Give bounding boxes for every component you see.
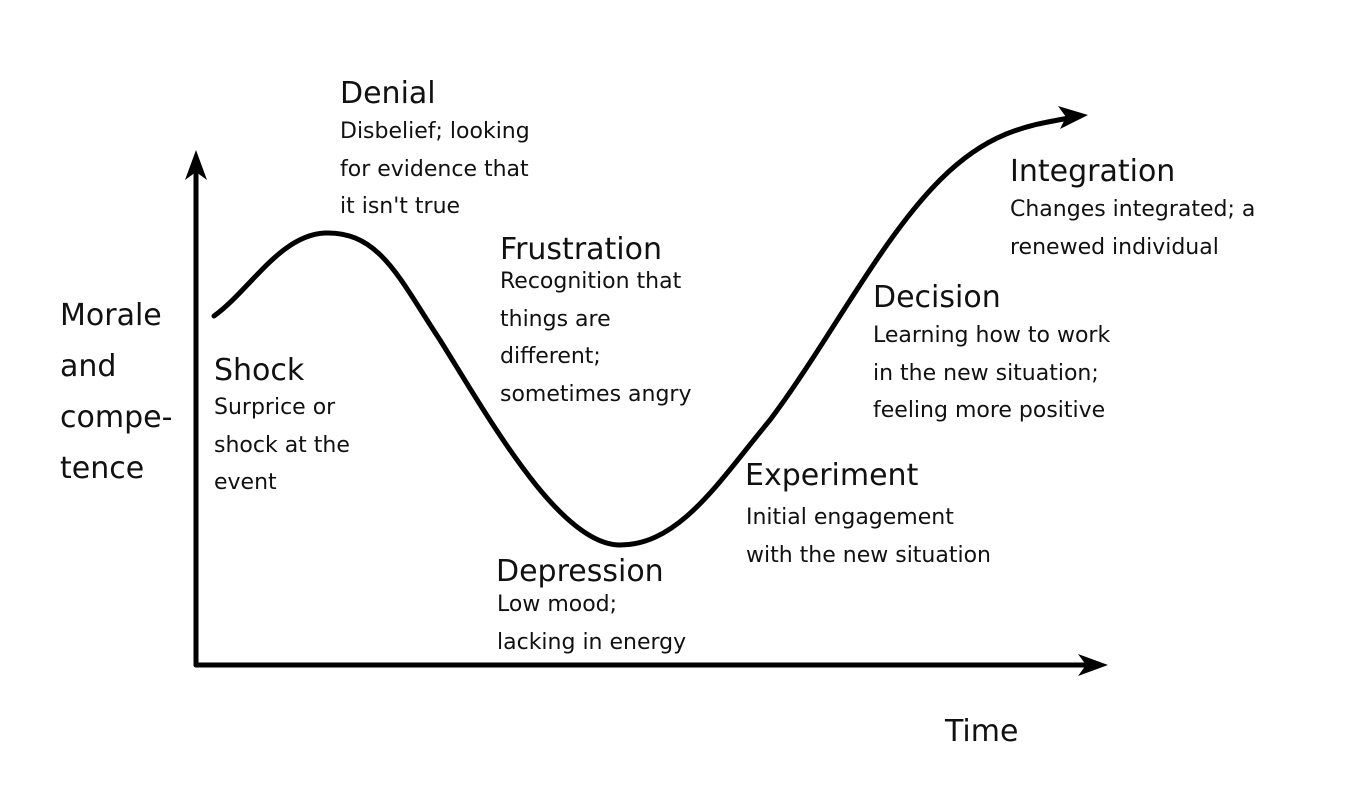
stage-title-depression: Depression (496, 554, 664, 589)
desc-line: lacking in energy (497, 629, 687, 655)
desc-line: Surprice or (214, 395, 336, 420)
y-axis-arrow-icon (185, 150, 207, 180)
y-label-line: Morale (60, 298, 162, 333)
desc-line: Learning how to work (873, 323, 1111, 348)
y-axis-label: Morale and compe- tence (60, 290, 172, 494)
stage-desc-denial: Disbelief; looking for evidence that it … (340, 113, 530, 226)
desc-line: it isn't true (340, 194, 461, 219)
desc-line: Recognition that (500, 269, 682, 294)
stage-desc-depression: Low mood; lacking in energy (497, 586, 686, 661)
stage-desc-decision: Learning how to work in the new situatio… (873, 317, 1110, 430)
stage-desc-frustration: Recognition that things are different; s… (500, 263, 692, 413)
desc-line: sometimes angry (500, 381, 692, 407)
desc-line: event (214, 470, 277, 495)
x-axis-label: Time (945, 714, 1019, 749)
desc-line: renewed individual (1010, 234, 1219, 260)
stage-desc-experiment: Initial engagement with the new situatio… (746, 499, 991, 574)
desc-line: for evidence that (340, 156, 529, 182)
curve-arrow-icon (1058, 106, 1088, 129)
desc-line: different; (500, 344, 601, 369)
change-curve (211, 114, 1078, 548)
stage-title-shock: Shock (214, 353, 305, 388)
stage-title-experiment: Experiment (745, 458, 919, 493)
stage-title-frustration: Frustration (500, 232, 662, 267)
desc-line: Changes integrated; a (1010, 197, 1256, 222)
stage-title-integration: Integration (1010, 154, 1176, 189)
desc-line: Low mood; (497, 592, 618, 617)
desc-line: Initial engagement (746, 505, 954, 530)
y-label-line: compe- (60, 400, 173, 435)
desc-line: things are (500, 306, 611, 332)
desc-line: Disbelief; looking (340, 119, 530, 144)
stage-desc-shock: Surprice or shock at the event (214, 389, 350, 502)
desc-line: feeling more positive (873, 398, 1106, 423)
stage-title-denial: Denial (340, 76, 436, 111)
y-label-line: tence (60, 451, 145, 486)
y-label-line: and (60, 349, 117, 384)
stage-desc-integration: Changes integrated; a renewed individual (1010, 191, 1255, 266)
desc-line: in the new situation; (873, 360, 1099, 386)
stage-title-decision: Decision (873, 280, 1001, 315)
x-axis-arrow-icon (1078, 654, 1108, 676)
desc-line: shock at the (214, 432, 350, 458)
desc-line: with the new situation (746, 542, 991, 568)
